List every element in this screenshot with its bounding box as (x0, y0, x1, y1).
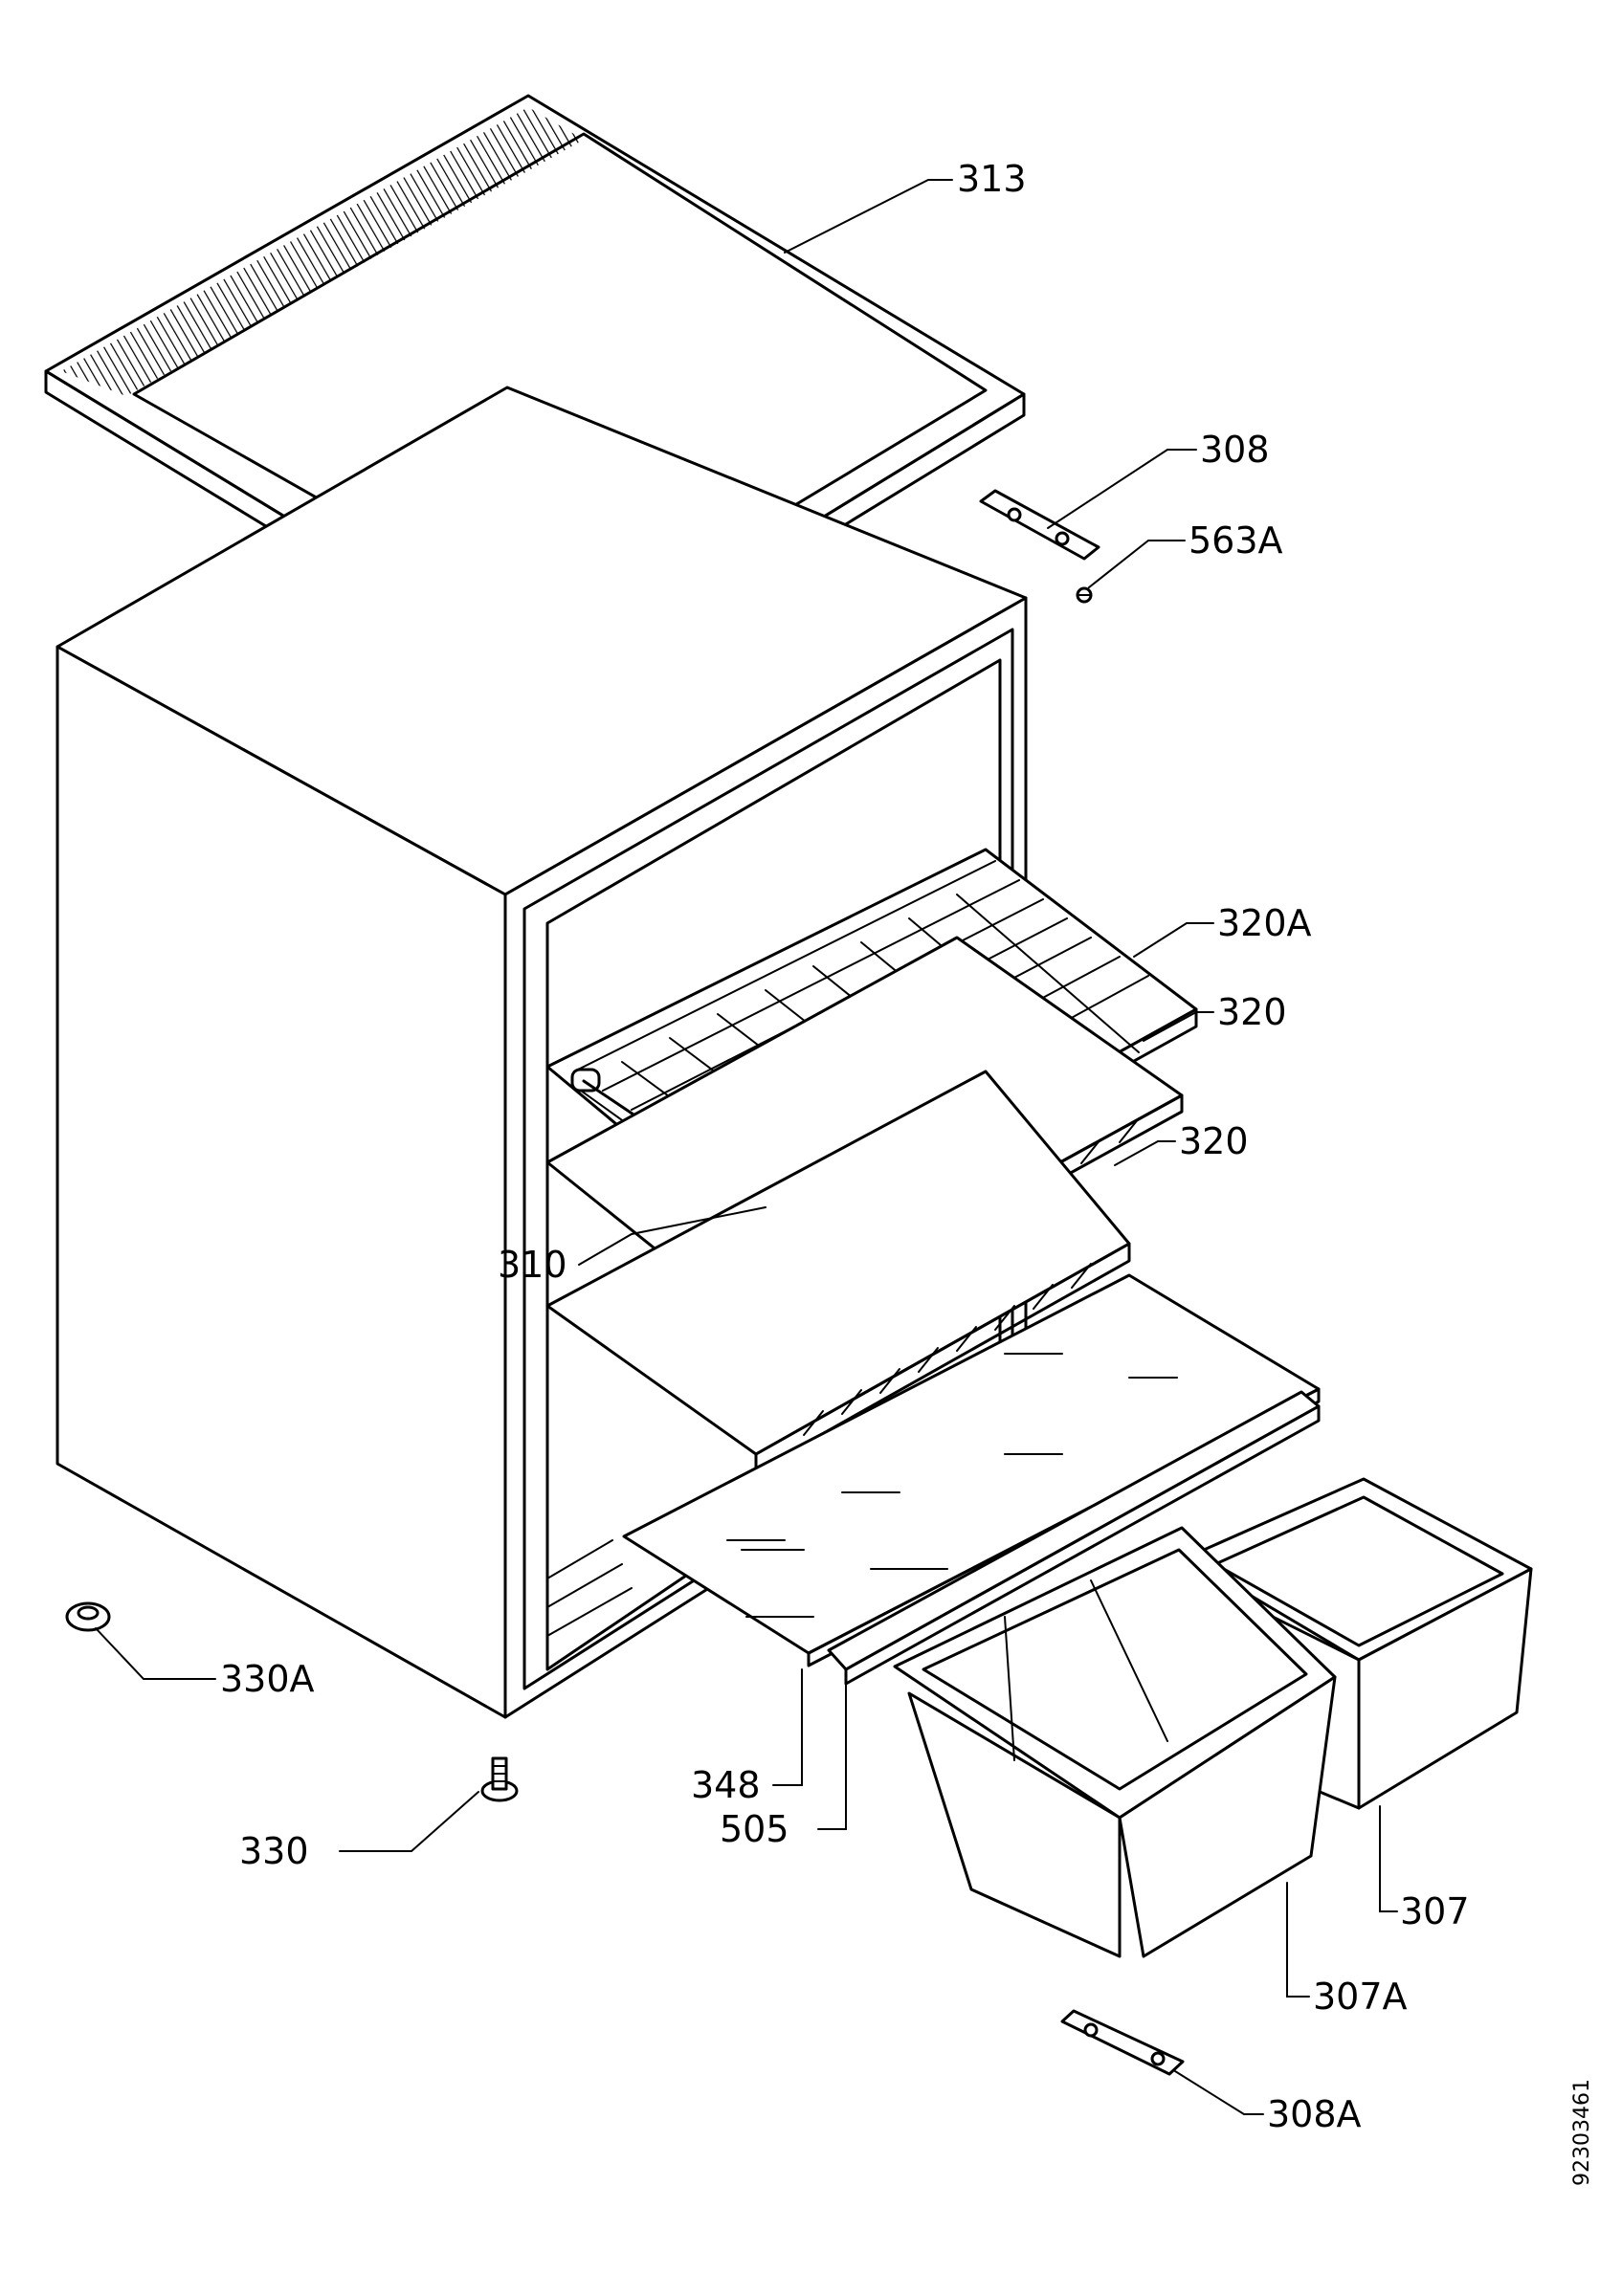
part-labels: 313 308 563A 320A 320 320 310 330A 330 3… (220, 158, 1594, 2186)
label-308: 308 (1200, 429, 1270, 471)
rail-505 (827, 1390, 1321, 1686)
label-330a: 330A (220, 1658, 315, 1700)
label-563a: 563A (1189, 519, 1283, 562)
label-310: 310 (498, 1244, 567, 1286)
cap-563a (1076, 586, 1093, 604)
label-348: 348 (691, 1764, 761, 1806)
shelf-320-lower (545, 1070, 1131, 1473)
label-313: 313 (957, 158, 1027, 200)
foot-330 (480, 1756, 519, 1802)
label-307a: 307A (1313, 1976, 1408, 2018)
label-320a: 320A (1217, 902, 1312, 944)
label-330: 330 (239, 1830, 309, 1872)
label-307: 307 (1400, 1890, 1470, 1932)
label-320-upper: 320 (1217, 991, 1287, 1033)
hinge-308 (979, 489, 1100, 561)
crisper-drawer-307a (893, 1526, 1337, 1958)
label-505: 505 (720, 1808, 789, 1850)
label-308a: 308A (1267, 2093, 1362, 2135)
foot-330a (65, 1601, 111, 1632)
hinge-308a (1060, 2009, 1185, 2076)
leader-lines (95, 179, 1398, 2115)
label-320-lower: 320 (1179, 1120, 1249, 1162)
drawing-reference-number: 92303461 (1570, 2079, 1594, 2186)
